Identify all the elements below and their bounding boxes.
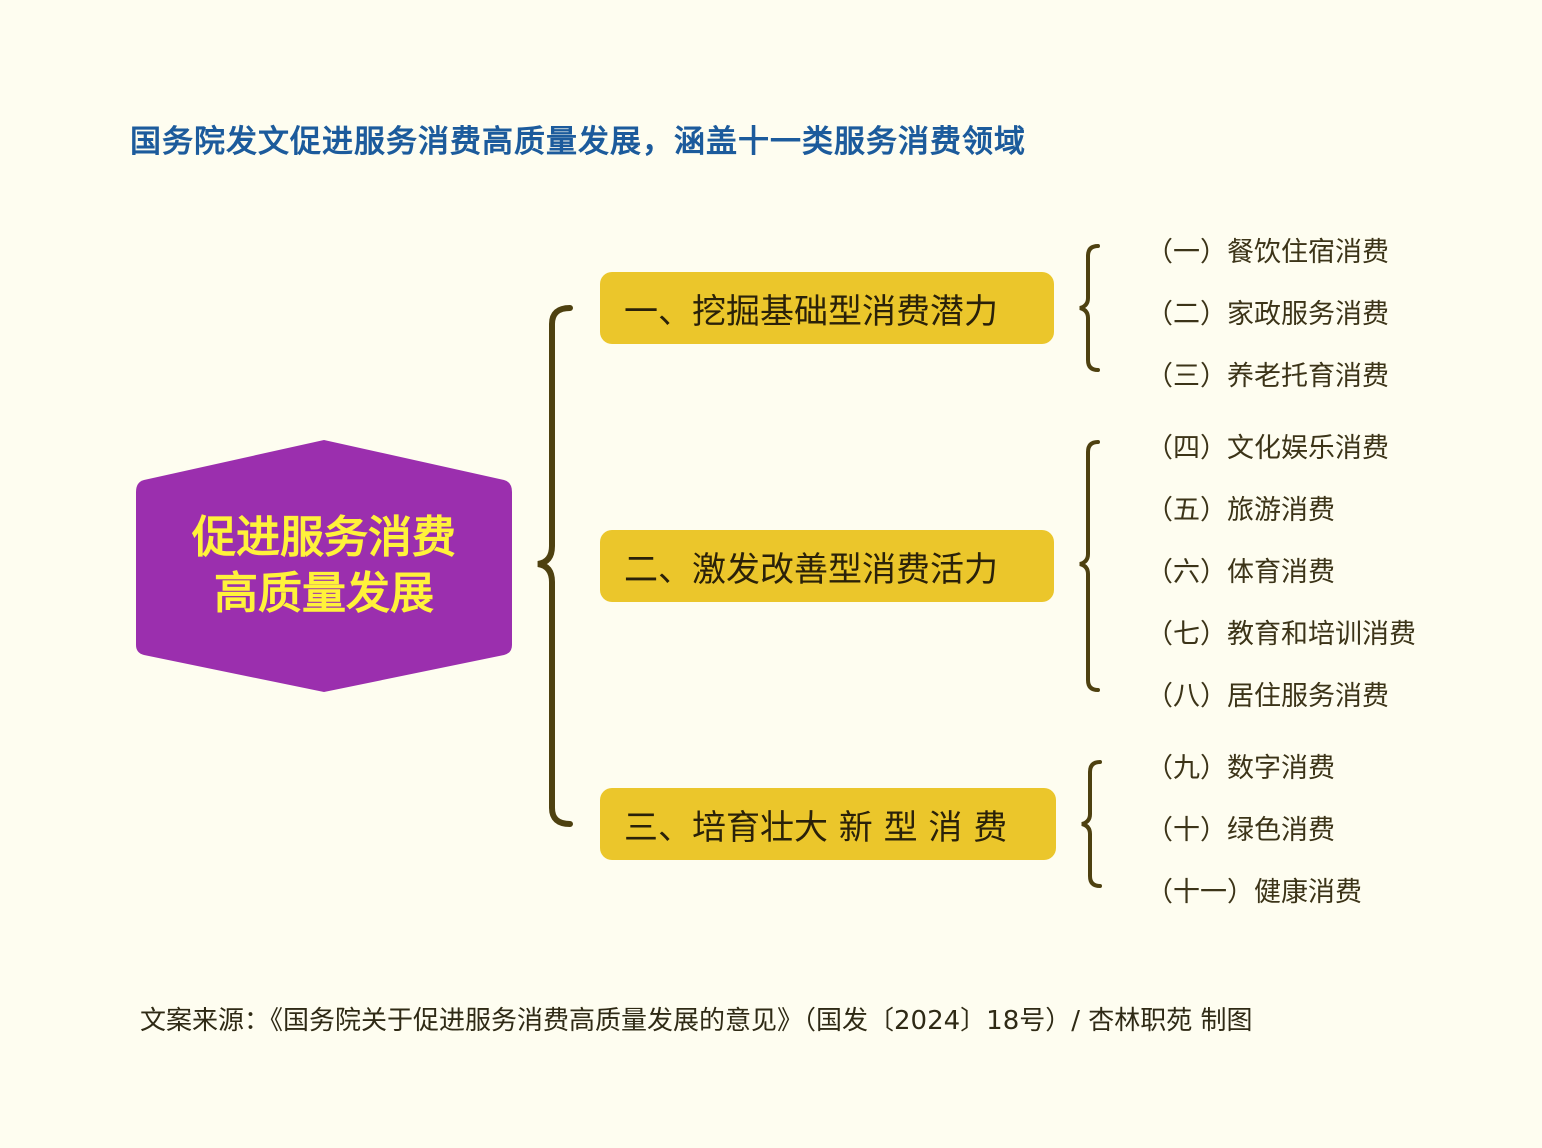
page-title: 国务院发文促进服务消费高质量发展，涵盖十一类服务消费领域: [130, 124, 1026, 160]
list-item: （三）养老托育消费: [1146, 361, 1389, 392]
category-improve: 二、激发改善型消费活力: [600, 530, 1054, 602]
category-new: 三、培育壮大 新 型 消 费: [600, 788, 1056, 860]
category-basic: 一、挖掘基础型消费潜力: [600, 272, 1054, 344]
list-item: （六）体育消费: [1146, 557, 1335, 588]
brace-1-icon: [1079, 244, 1100, 372]
list-item: （五）旅游消费: [1146, 495, 1335, 526]
central-topic-line2: 高质量发展: [214, 568, 434, 619]
list-item: （七）教育和培训消费: [1146, 619, 1416, 650]
hexagon-shape: [136, 440, 512, 692]
list-item: （十）绿色消费: [1146, 815, 1335, 846]
list-item: （一）餐饮住宿消费: [1146, 237, 1389, 268]
source-footer: 文案来源：《国务院关于促进服务消费高质量发展的意见》（国发〔2024〕18号）/…: [140, 1006, 1253, 1036]
list-item: （十一）健康消费: [1146, 877, 1362, 908]
list-item: （四）文化娱乐消费: [1146, 433, 1389, 464]
list-item: （九）数字消费: [1146, 753, 1335, 784]
central-topic-line1: 促进服务消费: [192, 512, 456, 563]
main-brace-icon: [537, 305, 573, 827]
central-topic: 促进服务消费 高质量发展: [136, 440, 512, 692]
list-item: （二）家政服务消费: [1146, 299, 1389, 330]
brace-2-icon: [1079, 440, 1100, 692]
brace-3-icon: [1081, 760, 1102, 888]
list-item: （八）居住服务消费: [1146, 681, 1389, 712]
